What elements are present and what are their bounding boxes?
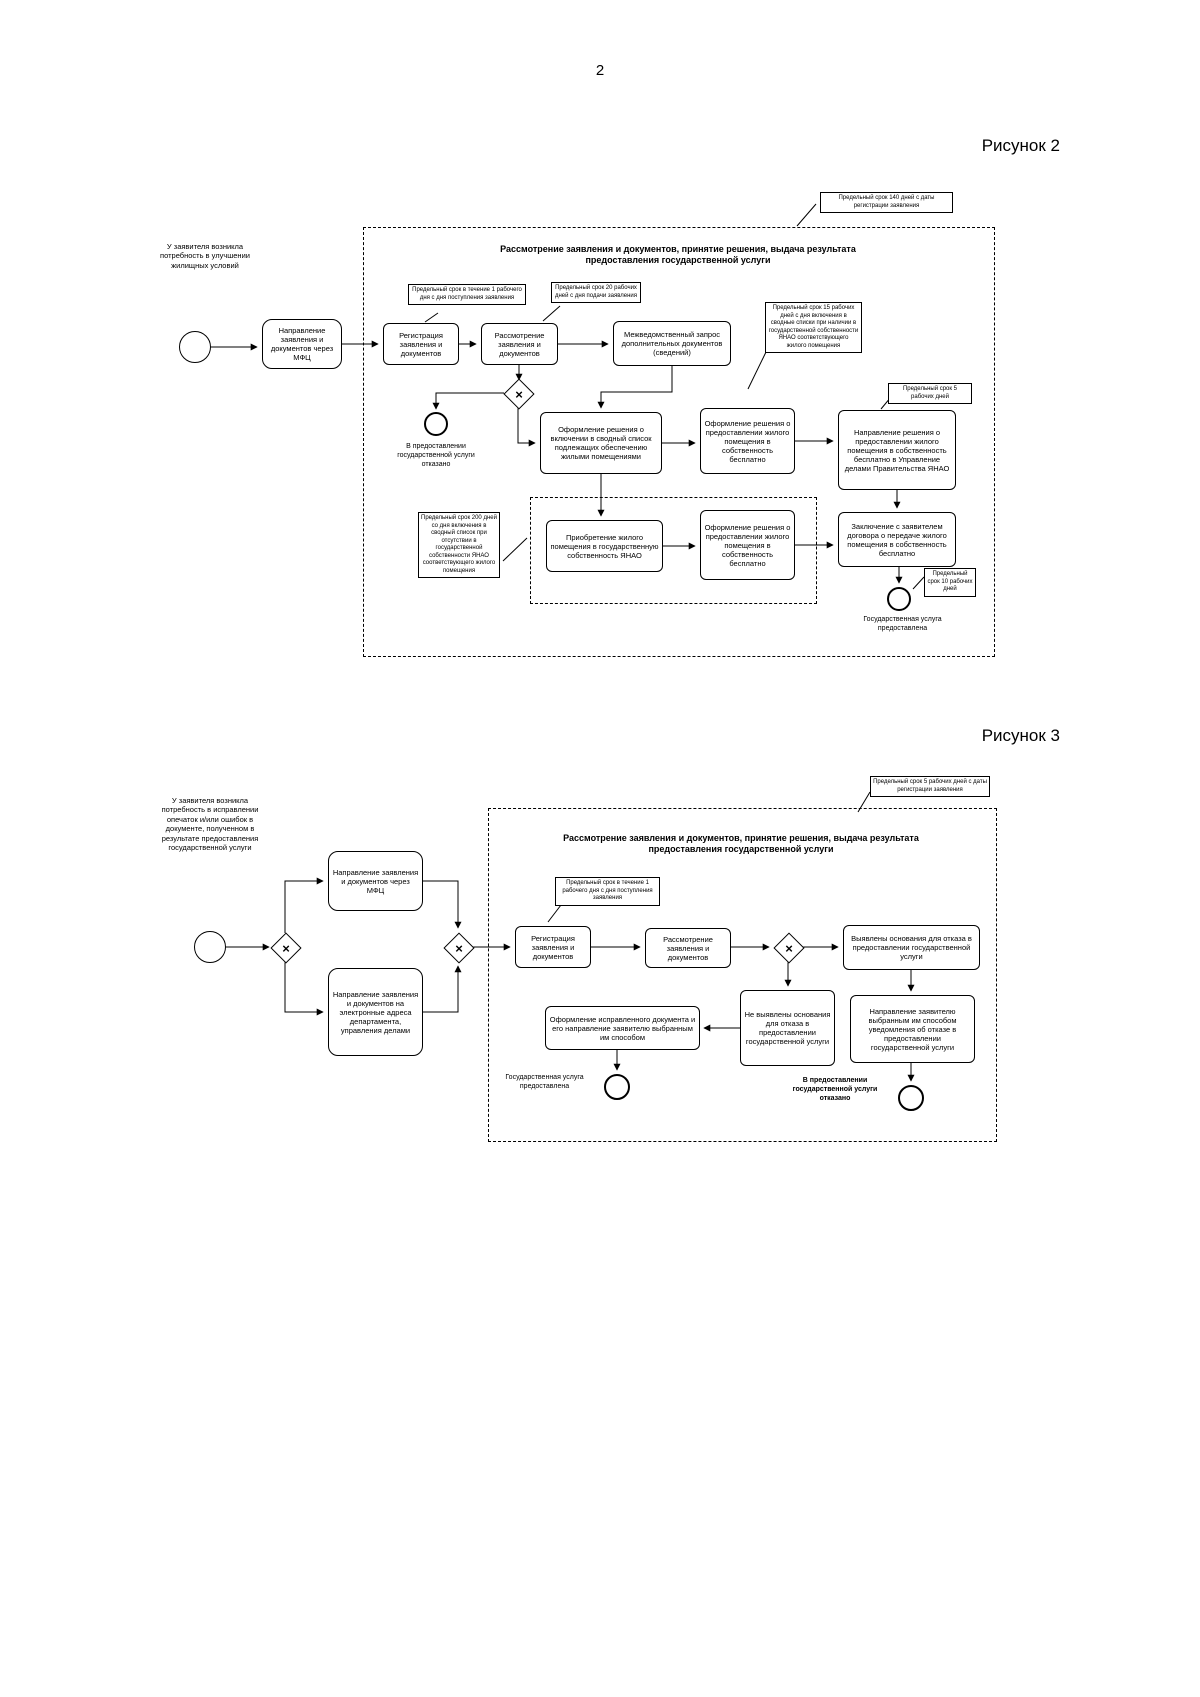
fig3-task-review: Рассмотрение заявления и документов [645, 928, 731, 968]
fig3-annotation-lines [547, 791, 871, 923]
fig3-end-event-provided [604, 1074, 630, 1100]
fig2-flow-arrows [211, 340, 903, 584]
fig2-start-event [179, 331, 211, 363]
fig2-task-interagency-request: Межведомственный запрос дополнительных д… [613, 321, 731, 366]
gateway-x-icon: × [455, 940, 463, 956]
figure2-process-container [363, 227, 995, 657]
fig3-task-send-via-mfc: Направление заявления и документов через… [328, 851, 423, 911]
fig2-task-decision-include-in-list: Оформление решения о включении в сводный… [540, 412, 662, 474]
fig2-contract-deadline-note: Предельный срок 10 рабочих дней [924, 568, 976, 597]
fig3-refused-label: В предоставлении государственной услуги … [792, 1077, 878, 1102]
figure3-caption: Рисунок 3 [981, 726, 1060, 745]
fig2-task-review: Рассмотрение заявления и документов [481, 323, 558, 365]
fig3-task-send-via-email: Направление заявления и документов на эл… [328, 968, 423, 1056]
fig2-acquire-deadline-note: Предельный срок 200 дней со дня включени… [418, 512, 500, 578]
fig2-end-event-refused [424, 412, 448, 436]
fig2-overall-deadline-note: Предельный срок 140 дней с даты регистра… [820, 192, 953, 213]
fig3-task-corrected-document: Оформление исправленного документа и его… [545, 1006, 700, 1050]
fig2-container-title: Рассмотрение заявления и документов, при… [500, 244, 856, 266]
fig3-task-no-grounds: Не выявлены основания для отказа в предо… [740, 990, 835, 1066]
fig2-task-decision-provide-housing: Оформление решения о предоставлении жило… [700, 408, 795, 474]
fig3-provided-label: Государственная услуга предоставлена [505, 1074, 584, 1090]
gateway-x-icon: × [282, 940, 290, 956]
fig2-interagency-deadline-note: Предельный срок 15 рабочих дней с дня вк… [765, 302, 862, 353]
fig2-provided-label: Государственная услуга предоставлена [863, 616, 942, 632]
fig3-task-grounds-found: Выявлены основания для отказа в предоста… [843, 925, 980, 970]
page-number: 2 [595, 62, 605, 79]
fig2-registration-deadline-note: Предельный срок в течение 1 рабочего дня… [408, 284, 526, 305]
fig2-refused-label: В предоставлении государственной услуги … [397, 443, 475, 468]
fig3-flow-arrows [226, 877, 915, 1082]
fig2-send-decision-deadline-note: Предельный срок 5 рабочих дней [888, 383, 972, 404]
fig3-task-notify-refusal: Направление заявителю выбранным им спосо… [850, 995, 975, 1063]
fig2-task-acquire-decision: Оформление решения о предоставлении жило… [700, 510, 795, 580]
fig2-end-event-provided [887, 587, 911, 611]
fig2-task-send-via-mfc: Направление заявления и документов через… [262, 319, 342, 369]
fig2-annotation-lines [424, 203, 925, 590]
gateway-x-icon: × [785, 940, 793, 956]
fig3-registration-deadline-note: Предельный срок в течение 1 рабочего дня… [555, 877, 660, 906]
fig3-start-condition-text: У заявителя возникла потребность в испра… [161, 796, 259, 852]
fig2-start-condition-text: У заявителя возникла потребность в улучш… [160, 242, 250, 270]
figure3-process-container [488, 808, 997, 1142]
figure2-caption: Рисунок 2 [981, 136, 1060, 155]
fig2-review-deadline-note: Предельный срок 20 рабочих дней с дня по… [551, 282, 641, 303]
fig2-task-registration: Регистрация заявления и документов [383, 323, 459, 365]
figure2-acquisition-subprocess-container [530, 497, 817, 604]
fig2-task-send-decision: Направление решения о предоставлении жил… [838, 410, 956, 490]
fig2-task-acquire-housing: Приобретение жилого помещения в государс… [546, 520, 663, 572]
fig3-start-event [194, 931, 226, 963]
fig3-container-title: Рассмотрение заявления и документов, при… [563, 833, 919, 855]
fig2-task-contract: Заключение с заявителем договора о перед… [838, 512, 956, 567]
fig3-task-registration: Регистрация заявления и документов [515, 926, 591, 968]
gateway-x-icon: × [515, 386, 523, 402]
fig3-end-event-refused [898, 1085, 924, 1111]
fig3-overall-deadline-note: Предельный срок 5 рабочих дней с даты ре… [870, 776, 990, 797]
